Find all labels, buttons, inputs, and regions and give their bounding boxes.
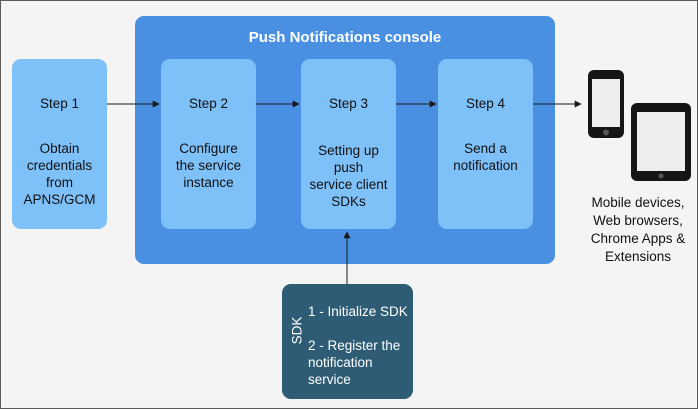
step-4-box: Step 4 Send a notification	[438, 59, 533, 229]
step-4-number: Step 4	[465, 96, 506, 111]
sdk-item-initialize: 1 - Initialize SDK	[308, 304, 408, 319]
console-title: Push Notifications console	[248, 29, 442, 46]
step-3-number: Step 3	[328, 96, 369, 111]
step-1-box: Step 1 Obtain credentials from APNS/GCM	[12, 59, 107, 229]
sdk-item-register: 2 - Register the notification service	[308, 338, 401, 387]
sdk-box: 1 - Initialize SDK 2 - Register the noti…	[282, 284, 413, 399]
step-1-description: Obtain credentials from APNS/GCM	[23, 141, 96, 207]
smartphone-icon	[588, 70, 624, 138]
step-4-description: Send a notification	[453, 141, 518, 173]
devices-label: Mobile devices, Web browsers, Chrome App…	[590, 195, 686, 264]
step-2-box: Step 2 Configure the service instance	[161, 59, 256, 229]
step-3-box: Step 3 Setting up push service client SD…	[301, 59, 396, 229]
tablet-icon	[631, 103, 691, 181]
step-2-description: Configure the service instance	[175, 141, 242, 190]
step-3-description: Setting up push service client SDKs	[309, 143, 388, 209]
step-2-number: Step 2	[188, 96, 229, 111]
step-1-number: Step 1	[39, 96, 80, 111]
